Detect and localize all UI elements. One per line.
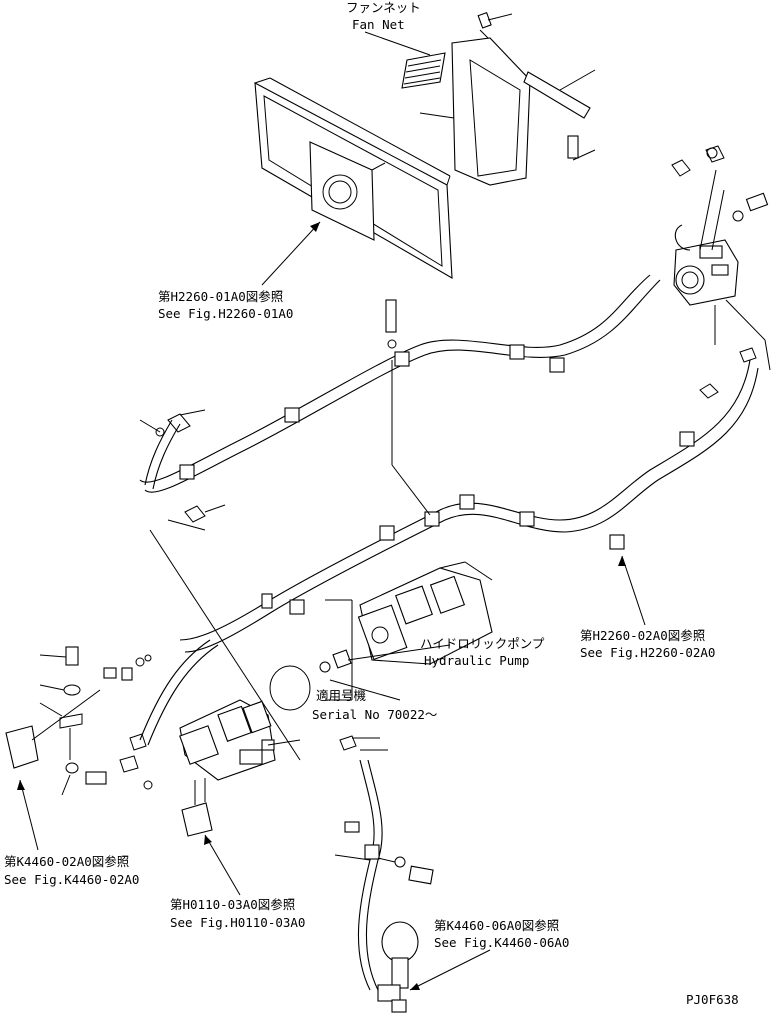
ref-k4460-02-en: See Fig.K4460-02A0	[4, 872, 139, 887]
fan-cover	[419, 11, 531, 186]
serial-label-en: Serial No 70022～	[312, 707, 437, 722]
fan-net-frame	[254, 77, 453, 279]
ref-h2260-02-en: See Fig.H2260-02A0	[580, 645, 715, 660]
fan-net-screen	[364, 31, 446, 89]
ref-k4460-02-jp: 第K4460-02A0図参照	[4, 854, 129, 869]
ref-h2260-01-jp: 第H2260-01A0図参照	[158, 289, 283, 304]
ref-h0110-03-en: See Fig.H0110-03A0	[170, 915, 305, 930]
ref-h0110-03-jp: 第H0110-03A0図参照	[170, 897, 295, 912]
bolt-clamp	[385, 299, 431, 516]
hydraulic-pump-large	[319, 561, 493, 673]
hydraulic-pump-small	[179, 699, 301, 781]
control-valve	[671, 145, 771, 399]
accumulator	[334, 735, 434, 1013]
ref-h2260-01-en: See Fig.H2260-01A0	[158, 306, 293, 321]
drawing-code: PJ0F638	[686, 992, 739, 1007]
hose-clamps	[179, 344, 695, 860]
ref-k4460-06-jp: 第K4460-06A0図参照	[434, 918, 559, 933]
ref-h2260-02-jp: 第H2260-02A0図参照	[580, 628, 705, 643]
support-block	[181, 778, 213, 837]
fan-net-label-en: Fan Net	[352, 17, 405, 32]
lower-left-fittings	[5, 646, 153, 796]
fan-net-label-jp: ファンネット	[346, 0, 421, 15]
ref-k4460-06-en: See Fig.K4460-06A0	[434, 935, 569, 950]
serial-label-jp: 適用号機	[316, 688, 367, 703]
reference-leaders	[17, 221, 646, 991]
hydraulic-pump-label-jp: ハイドロリックポンプ	[420, 636, 545, 651]
left-fittings	[139, 409, 301, 761]
bracket	[523, 69, 596, 161]
hydraulic-pump-label-en: Hydraulic Pump	[424, 653, 529, 668]
serial-bracket	[269, 599, 353, 711]
